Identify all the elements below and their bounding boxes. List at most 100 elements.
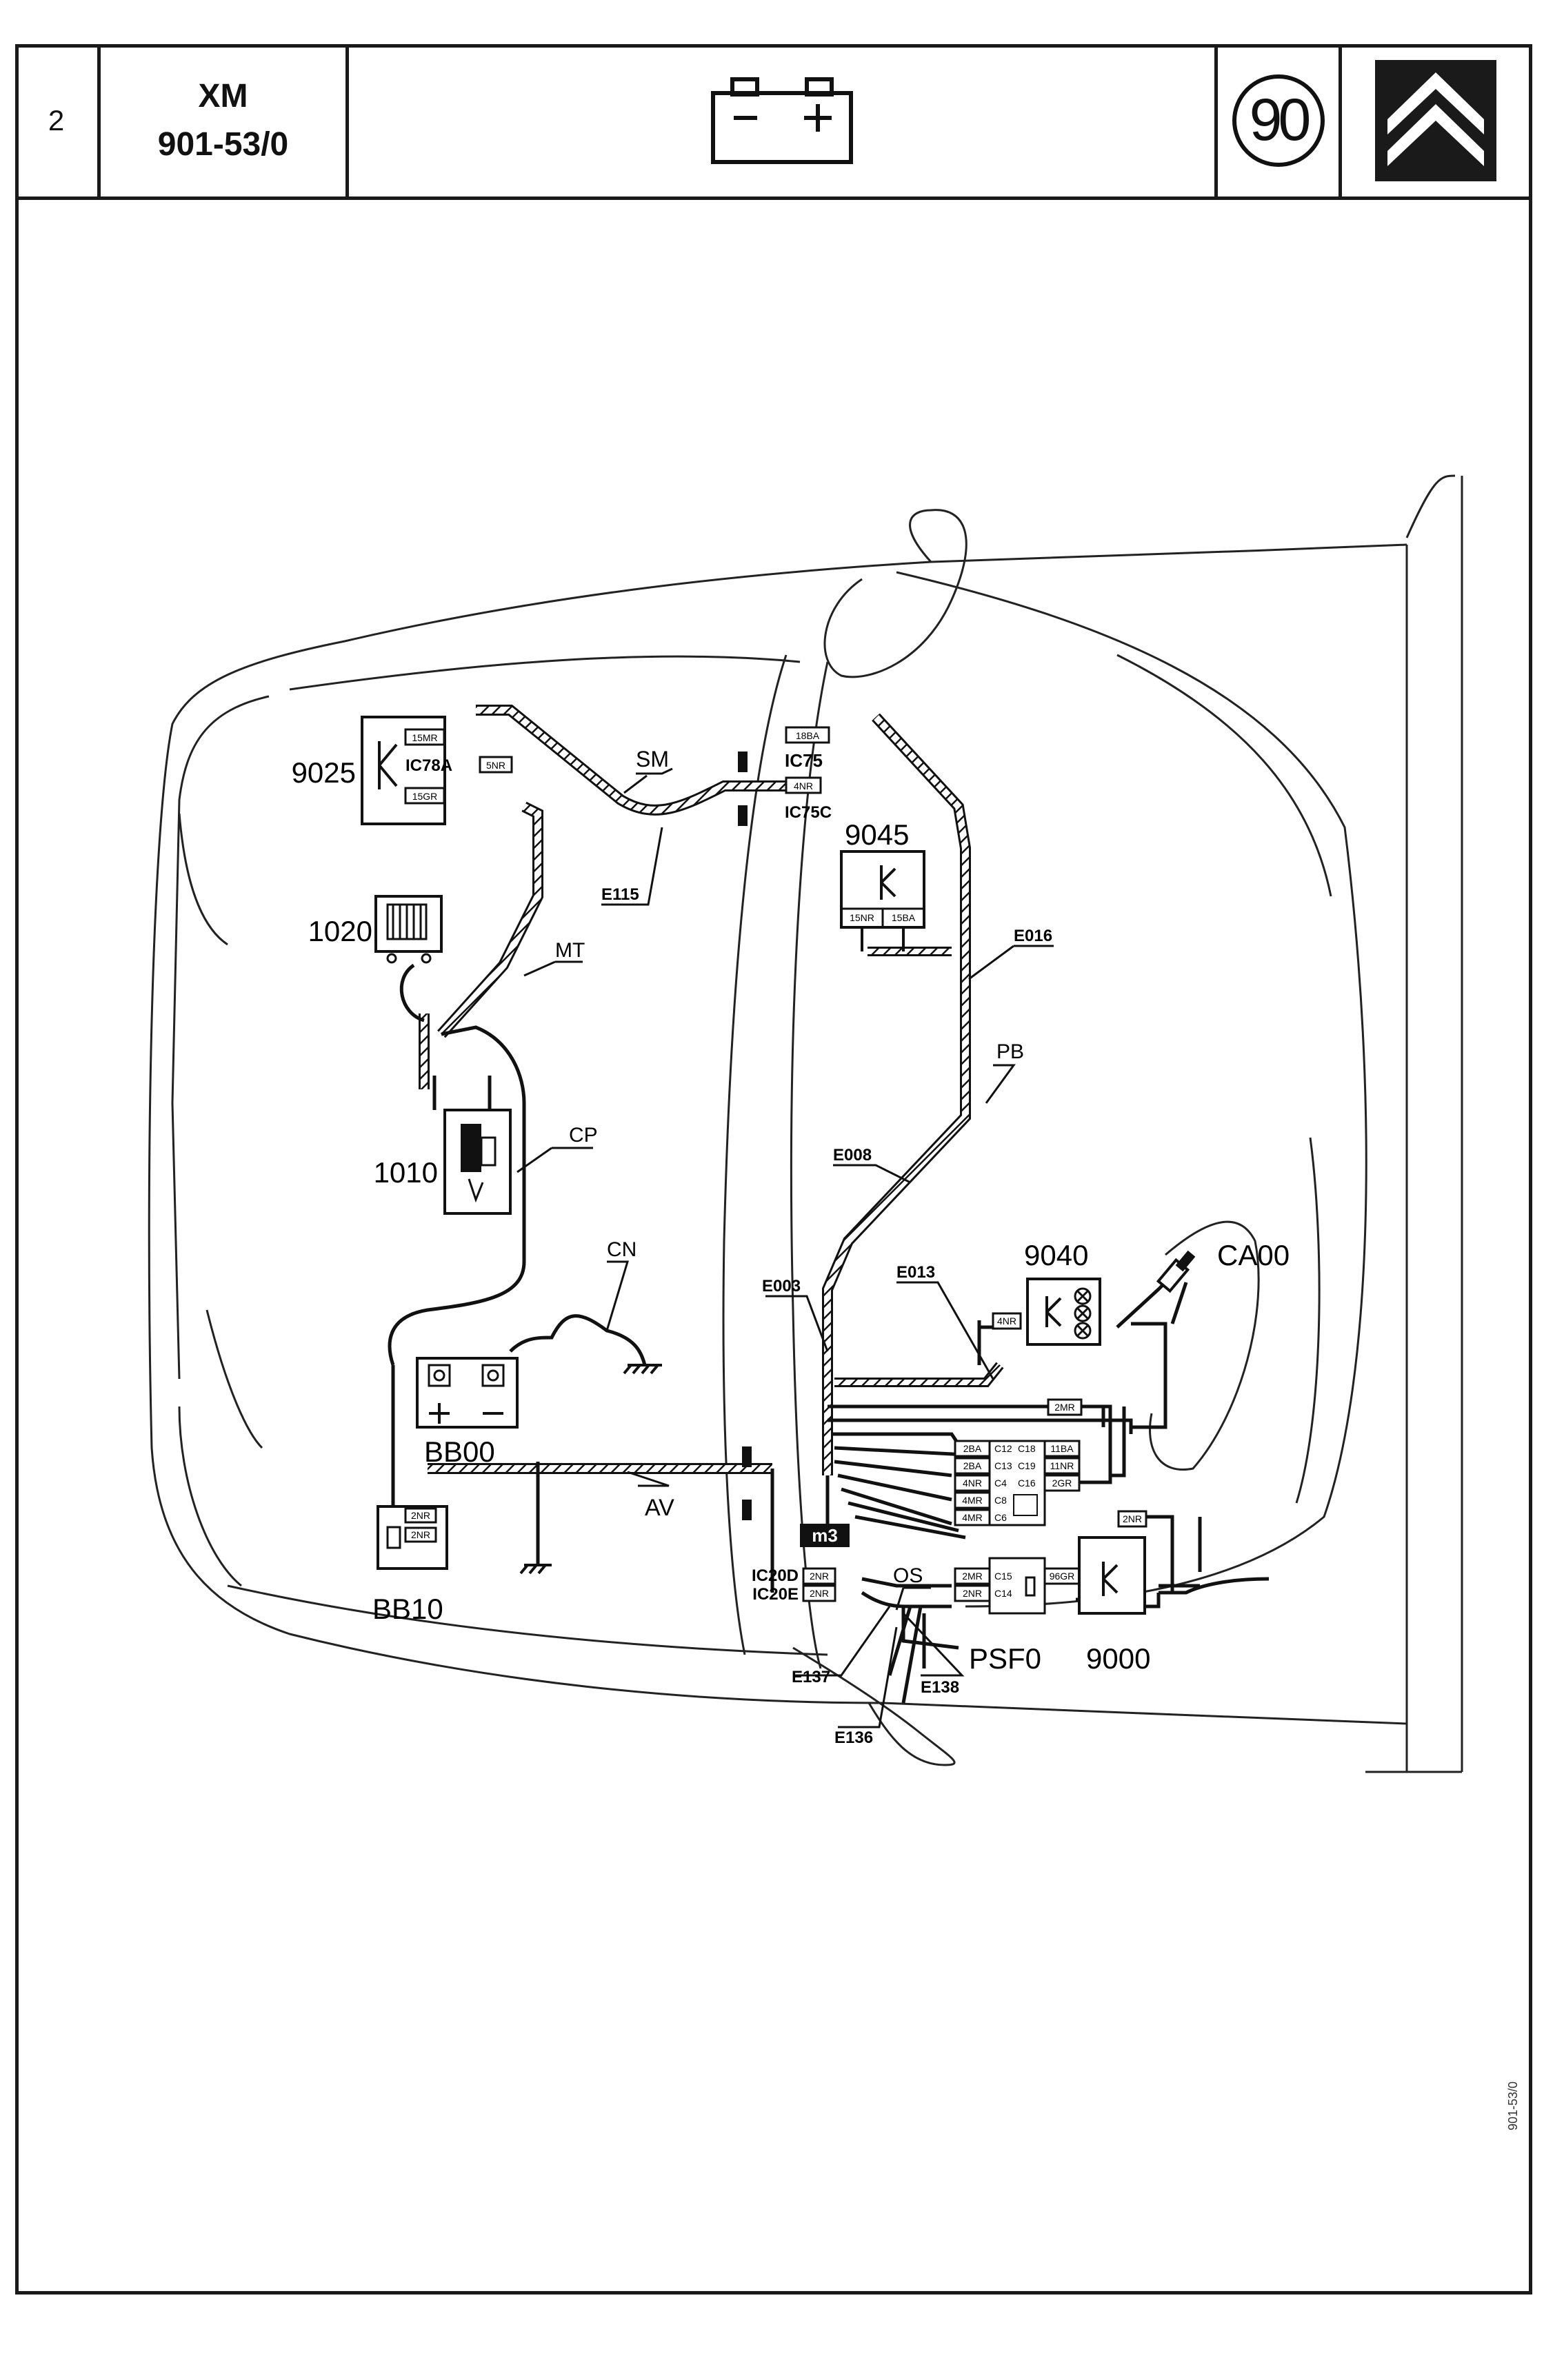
harness-PB: PB (996, 1040, 1024, 1063)
earth-E115: E115 (601, 885, 639, 904)
tag-15BA: 15BA (892, 912, 916, 923)
earth-E136: E136 (834, 1728, 873, 1747)
title-block: 2 XM 901-53/0 90 (15, 44, 1532, 200)
earth-E003: E003 (762, 1277, 801, 1295)
tag-4MR-2: 4MR (962, 1512, 983, 1523)
earth-E008: E008 (833, 1146, 872, 1164)
tag-2MR-a: 2MR (1054, 1402, 1075, 1413)
tag-18BA: 18BA (796, 730, 820, 741)
starter-1010: 1010 (374, 1109, 512, 1215)
fusebox-BB10: 2NR 2NR BB10 (372, 1505, 448, 1625)
ground-symbols (519, 1364, 662, 1575)
page-number-cell: 2 (15, 44, 101, 196)
tag-2NR-f: 2NR (963, 1588, 982, 1599)
alternator-1020: 1020 (308, 895, 443, 964)
pin-C19: C19 (1018, 1460, 1036, 1471)
tag-15MR: 15MR (412, 732, 437, 743)
harness-SM: SM (636, 747, 669, 772)
battery-cell (349, 44, 1218, 196)
tag-15NR: 15NR (850, 912, 874, 923)
tag-15GR: 15GR (412, 791, 438, 802)
harness-trunks (419, 705, 1004, 1475)
pin-C4: C4 (994, 1478, 1007, 1489)
pin-C15: C15 (994, 1571, 1012, 1582)
code-badge: 90 (1232, 74, 1325, 167)
car-body-outline (148, 474, 1463, 1773)
pin-C8: C8 (994, 1495, 1007, 1506)
harness-CN: CN (607, 1238, 636, 1261)
page-frame (15, 44, 1532, 2295)
code-cell: 90 (1218, 44, 1342, 196)
label-9000: 9000 (1086, 1642, 1150, 1675)
label-BB10: BB10 (372, 1593, 443, 1625)
marker-m3: m3 (800, 1524, 850, 1547)
tag-11BA: 11BA (1050, 1443, 1074, 1454)
label-PSF0: PSF0 (969, 1642, 1041, 1675)
battery-icon (710, 77, 853, 164)
pin-C13: C13 (994, 1460, 1012, 1471)
label-IC78A: IC78A (405, 756, 452, 775)
page-number: 2 (48, 103, 65, 137)
connector-IC75: 18BA 4NR IC75 IC75C (785, 726, 832, 822)
label-9045: 9045 (845, 818, 909, 851)
document-reference: 901-53/0 (157, 125, 289, 163)
earth-E016: E016 (1014, 927, 1052, 945)
tag-5NR: 5NR (486, 760, 505, 771)
tag-11NR: 11NR (1050, 1460, 1074, 1471)
label-CA00: CA00 (1217, 1239, 1290, 1271)
relay-9000: 2NR 9000 (1078, 1510, 1150, 1675)
tag-2NR-bb10-b: 2NR (411, 1529, 430, 1540)
label-1010: 1010 (374, 1156, 438, 1189)
earth-point-leaders (601, 827, 1054, 1728)
label-IC20D: IC20D (752, 1566, 799, 1585)
label-IC75C: IC75C (785, 803, 832, 822)
wires (388, 963, 1270, 1704)
tag-2NR-d: 2NR (810, 1588, 829, 1599)
pin-C12: C12 (994, 1443, 1012, 1454)
harness-labels (517, 767, 1016, 1611)
tag-2GR: 2GR (1052, 1478, 1072, 1489)
switch-9040: 4NR 9040 (992, 1239, 1101, 1346)
label-IC20E: IC20E (752, 1585, 799, 1604)
logo-cell (1342, 44, 1529, 196)
tag-4NR-psf: 4NR (963, 1478, 982, 1489)
connector-IC20: 2NR 2NR IC20D IC20E (752, 1566, 836, 1604)
tag-2NR-9000: 2NR (1123, 1513, 1142, 1524)
label-1020: 1020 (308, 915, 372, 947)
label-9025: 9025 (292, 756, 356, 789)
battery-BB00: BB00 (416, 1357, 519, 1468)
harness-OS: OS (893, 1564, 923, 1587)
side-reference: 901-53/0 (1506, 2081, 1520, 2130)
pin-C18: C18 (1018, 1443, 1036, 1454)
ignition-CA00: CA00 (1116, 1239, 1290, 1329)
tag-2BA-2: 2BA (963, 1460, 982, 1471)
tag-2BA-1: 2BA (963, 1443, 982, 1454)
harness-MT: MT (555, 939, 585, 962)
tag-2MR-b: 2MR (962, 1571, 983, 1582)
tag-4NR-9040: 4NR (997, 1315, 1016, 1327)
label-IC75: IC75 (785, 750, 823, 771)
pin-C6: C6 (994, 1512, 1007, 1523)
svg-text:m3: m3 (812, 1525, 838, 1546)
model-name: XM (198, 77, 248, 114)
label-9040: 9040 (1024, 1239, 1088, 1271)
pin-C16: C16 (1018, 1478, 1036, 1489)
earth-E013: E013 (896, 1263, 935, 1282)
relay-9045: 15NR 15BA 9045 (840, 818, 925, 951)
tag-4MR-1: 4MR (962, 1495, 983, 1506)
label-BB00: BB00 (424, 1435, 495, 1468)
tag-2NR-bb10-a: 2NR (411, 1510, 430, 1521)
relay-9025: 9025 15MR 15GR 5NR IC78A (292, 716, 513, 825)
earth-E137: E137 (792, 1668, 830, 1686)
pin-C14: C14 (994, 1588, 1012, 1599)
earth-E138: E138 (921, 1678, 959, 1697)
citroen-logo (1374, 59, 1496, 181)
tag-group-2MR: 2MR (1047, 1398, 1083, 1416)
fusebox-PSF0: 2BA 2BA 4NR 4MR 4MR C12 C13 C4 C8 C6 C18… (954, 1440, 1081, 1675)
harness-AV: AV (645, 1495, 674, 1521)
tag-4NR-ic75: 4NR (794, 780, 813, 791)
harness-CP: CP (569, 1124, 598, 1147)
tag-2NR-c: 2NR (810, 1571, 829, 1582)
model-cell: XM 901-53/0 (101, 44, 349, 196)
